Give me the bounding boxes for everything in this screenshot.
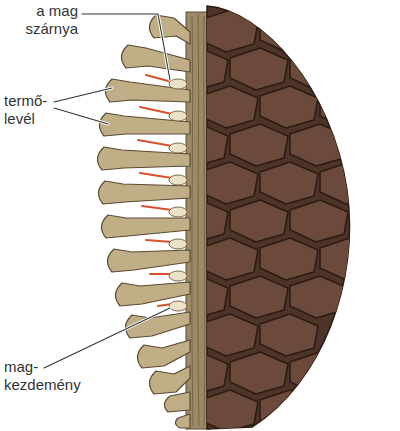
seed-scale: [164, 392, 190, 412]
seed-wing: [146, 240, 172, 242]
seed-scale: [107, 249, 190, 272]
cone-scale: [290, 276, 348, 318]
seed-scale: [149, 15, 190, 44]
cone-scale: [200, 390, 258, 431]
seed: [169, 207, 187, 217]
cone-scale: [230, 48, 288, 90]
leader-line: [54, 88, 112, 102]
cone-scale: [230, 276, 288, 318]
exterior-scales: [170, 10, 378, 431]
seed-scale: [175, 414, 190, 428]
cone-scale: [170, 200, 228, 242]
seed-wing: [140, 107, 172, 114]
seed: [169, 301, 187, 311]
seed-scale: [137, 340, 190, 368]
part-label: mag- kezdemény: [4, 358, 94, 394]
cone-scale: [260, 86, 318, 128]
cone-scale: [260, 390, 318, 431]
cone-scale: [320, 162, 378, 204]
cone-scale: [260, 162, 318, 204]
seed-wing: [140, 173, 172, 178]
cone-scale: [200, 162, 258, 204]
cone-scale: [320, 86, 378, 128]
seed-wing: [142, 206, 172, 210]
cone-scale: [290, 124, 348, 166]
cone-scale: [200, 238, 258, 280]
seed: [169, 79, 187, 89]
seed: [169, 143, 187, 153]
cone-scale: [290, 352, 348, 394]
cone-scale: [230, 200, 288, 242]
cone-scale: [200, 86, 258, 128]
seed-wing: [138, 140, 172, 146]
cone-scale: [230, 352, 288, 394]
seed-scale: [101, 215, 190, 238]
cone-scale: [260, 10, 318, 52]
seed-scale: [105, 79, 190, 102]
leader-halo: [54, 108, 108, 124]
cone-scale: [170, 352, 228, 394]
grain-line: [192, 16, 193, 426]
cone-scale: [320, 238, 378, 280]
cone-scale: [260, 238, 318, 280]
seed: [169, 111, 187, 121]
cone-scale: [290, 200, 348, 242]
part-label: a mag szárnya: [4, 2, 78, 38]
leader-line: [54, 108, 108, 124]
leader-line: [44, 308, 170, 368]
cone-scale: [170, 276, 228, 318]
cone-scale: [290, 48, 348, 90]
cut-scales: [97, 15, 190, 428]
wood-grain: [192, 14, 205, 426]
cone-scale: [260, 314, 318, 356]
seed-wings: [138, 75, 172, 306]
cone-scale: [200, 314, 258, 356]
leader-halos: [44, 14, 170, 368]
seed: [169, 175, 187, 185]
cone-scale: [170, 48, 228, 90]
seed: [169, 239, 187, 249]
seed-wing: [150, 273, 172, 275]
seeds: [169, 79, 187, 311]
part-label: termő- levél: [4, 92, 54, 128]
leader-halo: [54, 88, 112, 102]
grain-line: [198, 14, 199, 426]
leader-halo: [44, 308, 170, 368]
cone-scale: [230, 124, 288, 166]
seed-scale: [149, 366, 190, 394]
leader-lines: [44, 14, 170, 368]
cone-scale: [170, 124, 228, 166]
leader-line: [82, 14, 170, 80]
cone-scale: [200, 10, 258, 52]
seed: [169, 271, 187, 281]
grain-line: [203, 16, 205, 426]
seed-scale: [121, 45, 190, 72]
leader-halo: [82, 14, 170, 80]
